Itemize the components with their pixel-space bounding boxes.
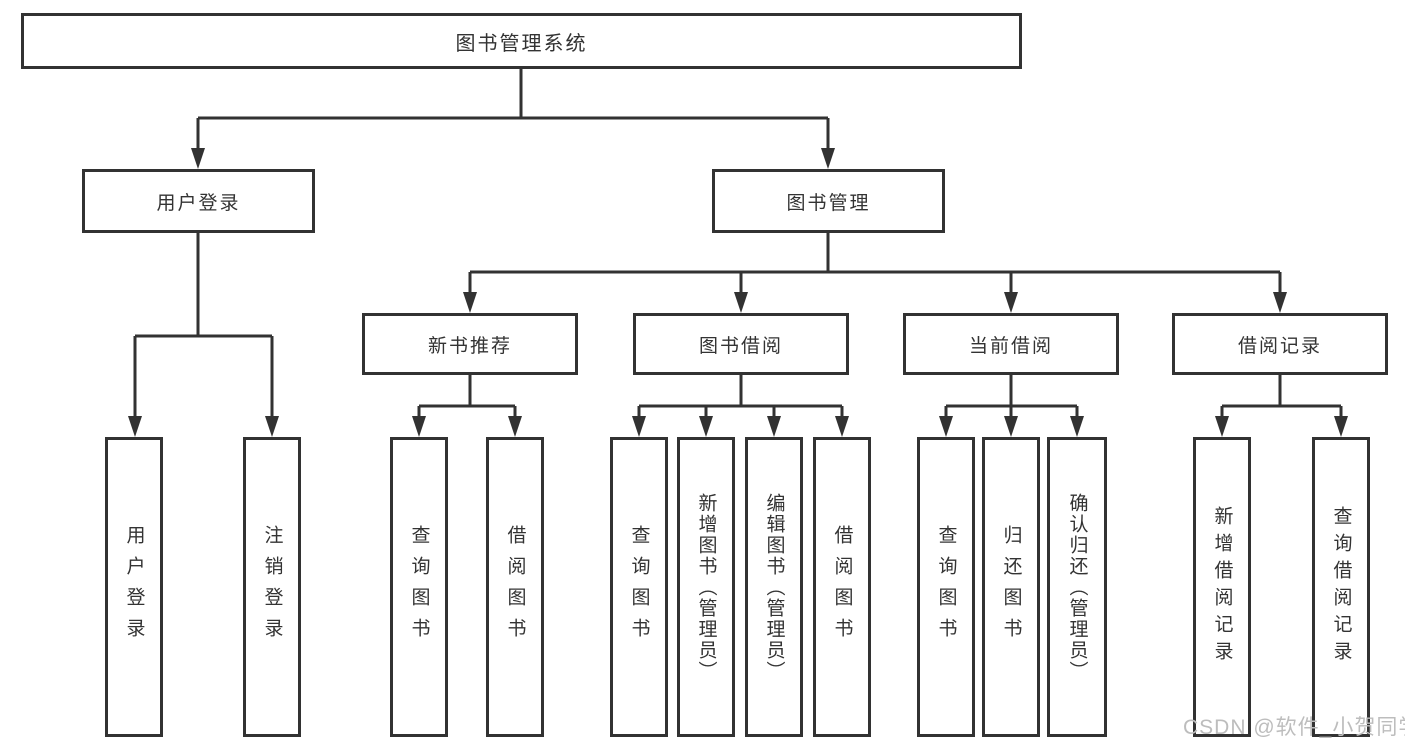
leaf-return-books: 归还图书 (982, 437, 1040, 737)
leaf-query-books-borrowing: 查询图书 (610, 437, 668, 737)
leaf-add-borrow-record: 新增借阅记录 (1193, 437, 1251, 737)
node-book-borrowing-label: 图书借阅 (698, 335, 783, 357)
leaf-return-books-label: 归还图书 (1000, 525, 1022, 649)
node-current-borrowing: 当前借阅 (903, 313, 1119, 375)
leaf-edit-books-admin-label: 编辑图书（管理员） (763, 492, 785, 682)
arrowhead-down-icon (265, 416, 279, 437)
leaf-query-books-recommend-label: 查询图书 (408, 525, 430, 649)
leaf-logout-label: 注销登录 (261, 525, 283, 649)
arrowhead-down-icon (128, 416, 142, 437)
arrowhead-down-icon (508, 416, 522, 437)
leaf-add-books-admin: 新增图书（管理员） (677, 437, 735, 737)
leaf-query-borrow-record-label: 查询借阅记录 (1330, 506, 1352, 668)
arrowhead-down-icon (1334, 416, 1348, 437)
csdn-watermark: CSDN @软件_小贺同学 (1183, 716, 1405, 739)
leaf-logout: 注销登录 (243, 437, 301, 737)
node-book-management: 图书管理 (712, 169, 945, 233)
leaf-query-books-current-label: 查询图书 (935, 525, 957, 649)
leaf-query-books-recommend: 查询图书 (390, 437, 448, 737)
node-new-book-recommendation-label: 新书推荐 (427, 335, 512, 357)
arrowhead-down-icon (821, 148, 835, 169)
node-root-label: 图书管理系统 (455, 32, 588, 55)
arrowhead-down-icon (1004, 292, 1018, 313)
arrowhead-down-icon (191, 148, 205, 169)
leaf-confirm-return-admin-label: 确认归还（管理员） (1066, 492, 1088, 682)
leaf-edit-books-admin: 编辑图书（管理员） (745, 437, 803, 737)
arrowhead-down-icon (1215, 416, 1229, 437)
arrowhead-down-icon (734, 292, 748, 313)
node-root: 图书管理系统 (21, 13, 1022, 69)
node-new-book-recommendation: 新书推荐 (362, 313, 578, 375)
leaf-confirm-return-admin: 确认归还（管理员） (1047, 437, 1107, 737)
arrowhead-down-icon (463, 292, 477, 313)
arrowhead-down-icon (1004, 416, 1018, 437)
arrowhead-down-icon (835, 416, 849, 437)
node-book-management-label: 图书管理 (786, 192, 871, 214)
leaf-query-borrow-record: 查询借阅记录 (1312, 437, 1370, 737)
leaf-add-borrow-record-label: 新增借阅记录 (1211, 506, 1233, 668)
leaf-borrow-books-borrowing: 借阅图书 (813, 437, 871, 737)
node-current-borrowing-label: 当前借阅 (968, 335, 1053, 357)
arrowhead-down-icon (767, 416, 781, 437)
arrowhead-down-icon (412, 416, 426, 437)
arrowhead-down-icon (699, 416, 713, 437)
node-user-login-label: 用户登录 (156, 192, 241, 214)
arrowhead-down-icon (1273, 292, 1287, 313)
leaf-query-books-borrowing-label: 查询图书 (628, 525, 650, 649)
leaf-borrow-books-borrowing-label: 借阅图书 (831, 525, 853, 649)
node-user-login: 用户登录 (82, 169, 315, 233)
node-borrowing-records: 借阅记录 (1172, 313, 1388, 375)
leaf-borrow-books-recommend: 借阅图书 (486, 437, 544, 737)
node-book-borrowing: 图书借阅 (633, 313, 849, 375)
leaf-query-books-current: 查询图书 (917, 437, 975, 737)
leaf-user-login: 用户登录 (105, 437, 163, 737)
leaf-borrow-books-recommend-label: 借阅图书 (504, 525, 526, 649)
node-borrowing-records-label: 借阅记录 (1237, 335, 1322, 357)
arrowhead-down-icon (939, 416, 953, 437)
leaf-user-login-label: 用户登录 (123, 525, 145, 649)
arrowhead-down-icon (632, 416, 646, 437)
leaf-add-books-admin-label: 新增图书（管理员） (695, 492, 717, 682)
arrowhead-down-icon (1070, 416, 1084, 437)
